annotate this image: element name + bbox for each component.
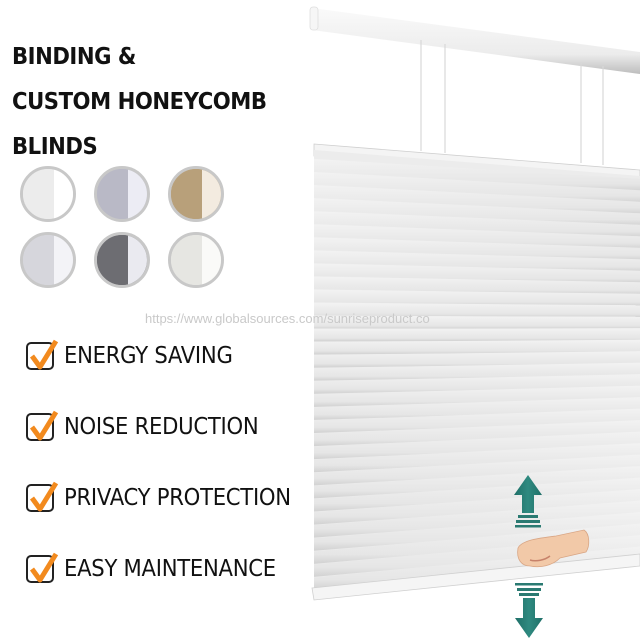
head-rail — [309, 6, 640, 74]
feature-label: ENERGY SAVING — [64, 343, 233, 369]
watermark-url: https://www.globalsources.com/sunrisepro… — [145, 311, 430, 326]
color-swatch-charcoal[interactable] — [94, 232, 150, 288]
feature-energy-saving: ENERGY SAVING — [26, 336, 247, 376]
color-swatch-beige[interactable] — [168, 166, 224, 222]
feature-easy-maintenance: EASY MAINTENANCE — [26, 549, 294, 589]
feature-label: NOISE REDUCTION — [64, 414, 259, 440]
feature-noise-reduction: NOISE REDUCTION — [26, 407, 275, 447]
checkbox-checked-icon — [26, 480, 62, 516]
title-line-3: BLINDS — [12, 134, 98, 160]
color-swatch-cream-white[interactable] — [168, 232, 224, 288]
title-line-1: BINDING & — [12, 44, 136, 70]
hand-icon — [517, 529, 590, 568]
feature-label: PRIVACY PROTECTION — [64, 485, 291, 511]
title-line-2: CUSTOM HONEYCOMB — [12, 89, 267, 115]
checkbox-checked-icon — [26, 409, 62, 445]
pleated-fabric — [314, 150, 640, 594]
color-swatch-white[interactable] — [20, 166, 76, 222]
checkbox-checked-icon — [26, 551, 62, 587]
suspension-cords — [420, 40, 604, 165]
color-swatch-light-grey[interactable] — [20, 232, 76, 288]
checkbox-checked-icon — [26, 338, 62, 374]
arrow-down-icon — [515, 583, 543, 638]
arrow-up-icon — [514, 475, 542, 528]
color-swatch-lavender-grey[interactable] — [94, 166, 150, 222]
feature-privacy-protection: PRIVACY PROTECTION — [26, 478, 311, 518]
feature-label: EASY MAINTENANCE — [64, 556, 276, 582]
